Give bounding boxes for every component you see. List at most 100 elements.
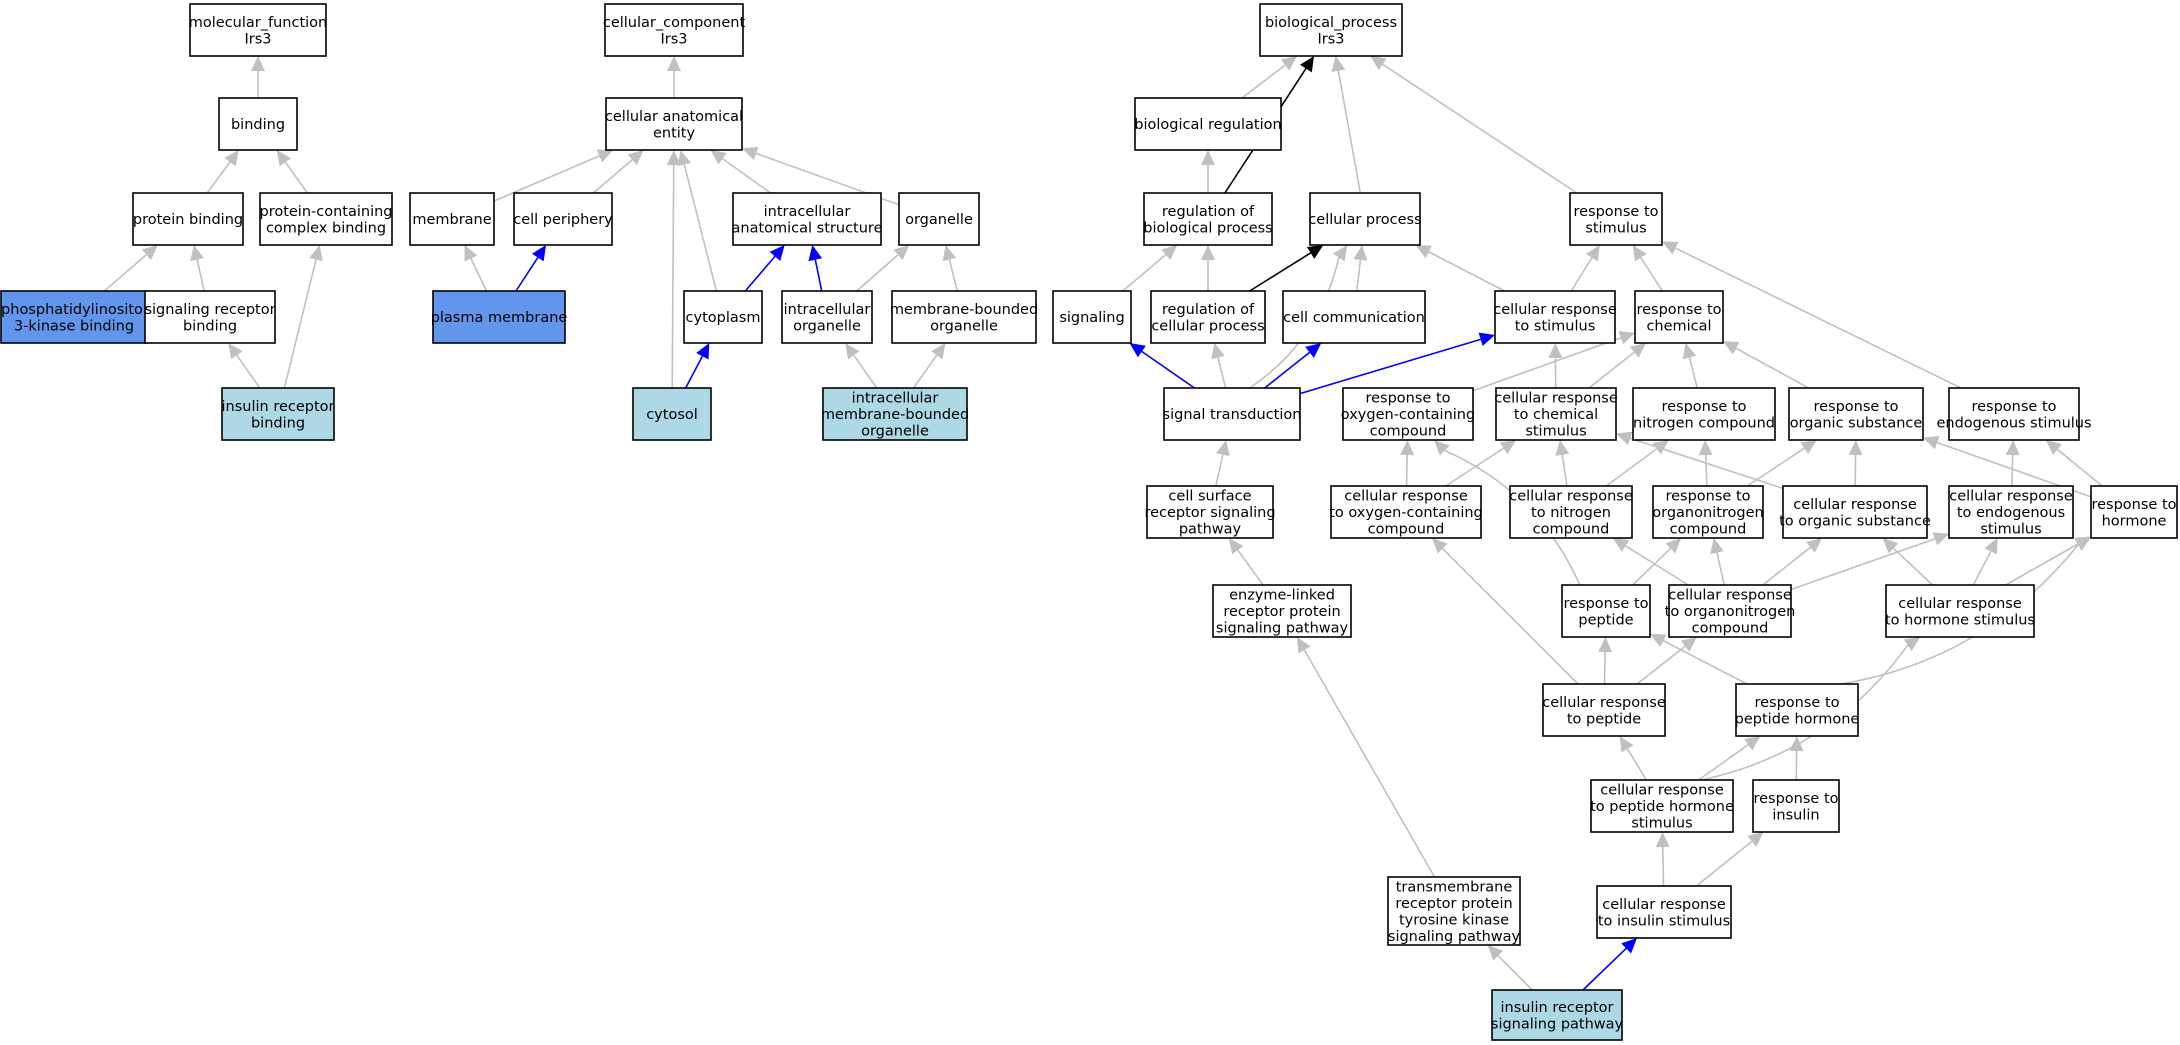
node-protein-binding[interactable]: protein binding bbox=[132, 192, 244, 246]
node-box bbox=[409, 192, 495, 246]
node-label-line: biological process bbox=[1143, 220, 1272, 236]
node-label-line: receptor protein bbox=[1223, 604, 1340, 620]
edge-line bbox=[1264, 351, 1311, 389]
node-label-line: binding bbox=[231, 117, 285, 133]
node-organelle[interactable]: organelle bbox=[898, 192, 980, 246]
edge-line bbox=[1561, 454, 1568, 487]
node-label-line: signal transduction bbox=[1163, 407, 1302, 423]
node-box bbox=[1948, 485, 2074, 539]
edge-line bbox=[1695, 840, 1753, 887]
node-sig-trans[interactable]: signal transduction bbox=[1163, 387, 1302, 441]
node-membrane[interactable]: membrane bbox=[409, 192, 495, 246]
edge-line bbox=[1762, 546, 1811, 586]
edge-irsp-to-cr_is bbox=[1582, 938, 1637, 991]
node-plasma-membrane[interactable]: plasma membrane bbox=[431, 290, 568, 344]
node-cell-comm[interactable]: cell communication bbox=[1282, 290, 1426, 344]
edge-sig_trans-to-cr_stim bbox=[1299, 332, 1495, 395]
edge-cr_hs-to-cr_es bbox=[1972, 538, 1998, 586]
node-cell-periphery[interactable]: cell periphery bbox=[513, 192, 613, 246]
edge-line bbox=[856, 254, 899, 292]
edge-arrowhead bbox=[1415, 245, 1432, 259]
node-label-line: response to bbox=[1665, 489, 1750, 505]
node-label-line: to peptide hormone bbox=[1590, 799, 1734, 815]
node-box bbox=[221, 387, 335, 441]
edge-line bbox=[1299, 338, 1481, 395]
node-box bbox=[1788, 387, 1924, 441]
node-label-line: tyrosine kinase bbox=[1399, 912, 1509, 928]
edge-arrowhead bbox=[1585, 245, 1600, 262]
node-bio-reg[interactable]: biological regulation bbox=[1134, 97, 1282, 151]
edge-irsp-to-tmrptksp bbox=[1487, 945, 1533, 991]
node-signaling[interactable]: signaling bbox=[1052, 290, 1132, 344]
node-box bbox=[683, 290, 763, 344]
node-cell-proc[interactable]: cellular process bbox=[1308, 192, 1422, 246]
node-label-line: compound bbox=[1533, 522, 1610, 538]
edge-mbo-to-organelle bbox=[942, 245, 959, 292]
node-label-line: intracellular bbox=[852, 391, 939, 407]
edge-line bbox=[1716, 552, 1726, 586]
edge-line bbox=[671, 164, 675, 389]
edge-arrowhead bbox=[1129, 343, 1146, 358]
node-label-line: regulation of bbox=[1162, 302, 1255, 318]
edge-resp_occ-to-resp_chem bbox=[1472, 331, 1635, 392]
node-label-line: to organonitrogen bbox=[1665, 604, 1796, 620]
edge-line bbox=[206, 161, 231, 194]
node-binding[interactable]: binding bbox=[218, 97, 298, 151]
node-cytosol[interactable]: cytosol bbox=[632, 387, 712, 441]
node-box bbox=[1634, 290, 1724, 344]
node-label-line: signaling bbox=[1059, 310, 1124, 326]
edge-line bbox=[1217, 357, 1227, 389]
node-label-line: to endogenous bbox=[1957, 505, 2065, 521]
edge-line bbox=[1688, 357, 1699, 389]
edge-resp_onc-to-resp_os bbox=[1746, 440, 1817, 487]
edge-arrowhead bbox=[1629, 343, 1647, 358]
node-cytoplasm[interactable]: cytoplasm bbox=[683, 290, 763, 344]
edge-line bbox=[1626, 748, 1647, 781]
edge-arrowhead bbox=[710, 150, 727, 165]
node-label-line: organonitrogen bbox=[1652, 505, 1763, 521]
node-box bbox=[1163, 387, 1301, 441]
node-label-line: receptor protein bbox=[1395, 896, 1512, 912]
